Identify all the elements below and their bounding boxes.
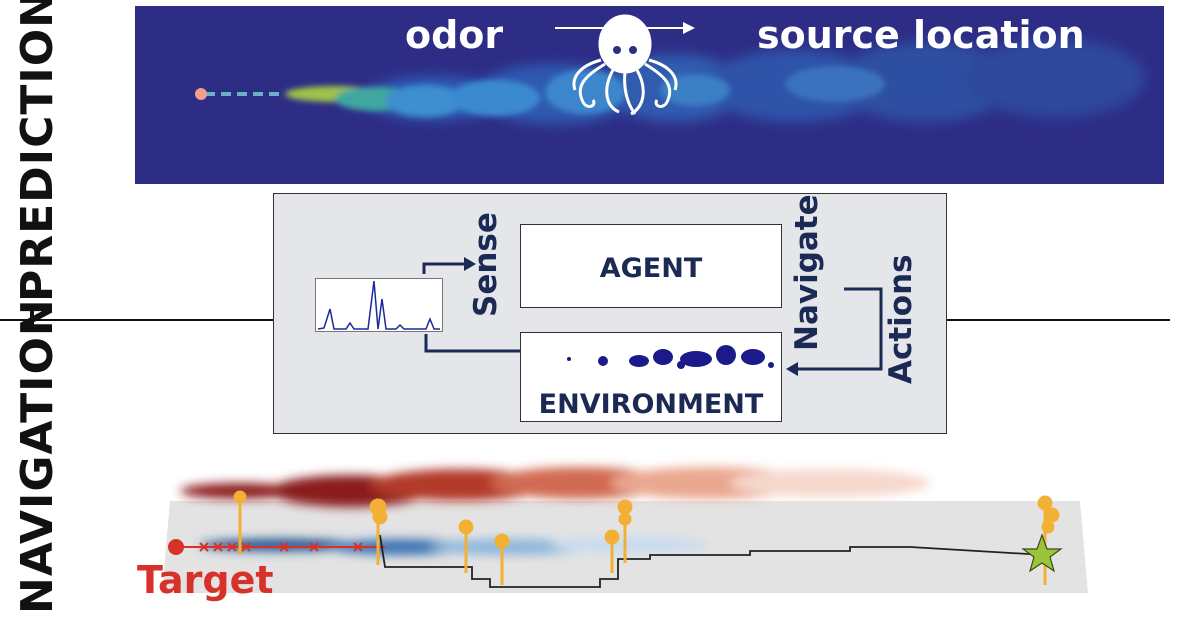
odor-signal-trace bbox=[315, 278, 443, 332]
miss-crosses bbox=[199, 542, 363, 552]
sense-label: Sense bbox=[468, 212, 504, 317]
environment-plume-image bbox=[567, 345, 774, 369]
octopus-icon bbox=[572, 14, 678, 116]
environment-label: ENVIRONMENT bbox=[538, 389, 764, 420]
agent-markers bbox=[233, 490, 1060, 585]
section-divider-right bbox=[947, 319, 1170, 321]
agent-trajectory bbox=[379, 534, 1046, 588]
agent-environment-loop: AGENT ENVIRONMENT Sense Navigate Actions bbox=[273, 193, 947, 434]
odor-source-dot bbox=[195, 88, 207, 100]
agent-box: AGENT bbox=[520, 224, 782, 308]
predictions-label: PREDICTIONS bbox=[12, 0, 63, 302]
actions-label: Actions bbox=[883, 254, 919, 384]
navigation-scene bbox=[162, 467, 1088, 593]
target-dot bbox=[168, 539, 184, 555]
navigation-label: NAVIGATION bbox=[12, 298, 63, 614]
section-divider-left bbox=[0, 319, 273, 321]
loop-arrows bbox=[422, 257, 883, 376]
odor-label: odor bbox=[405, 13, 504, 57]
agent-label: AGENT bbox=[599, 253, 703, 284]
label-separator bbox=[30, 311, 34, 331]
red-plume bbox=[180, 467, 930, 507]
environment-box: ENVIRONMENT bbox=[520, 332, 782, 422]
odor-plume-image bbox=[195, 14, 1145, 124]
navigate-label: Navigate bbox=[789, 194, 825, 351]
source-star bbox=[1021, 533, 1063, 573]
target-label: Target bbox=[137, 558, 274, 602]
source-location-label: source location bbox=[757, 13, 1085, 57]
odor-plume-panel: odor source location bbox=[135, 6, 1164, 184]
